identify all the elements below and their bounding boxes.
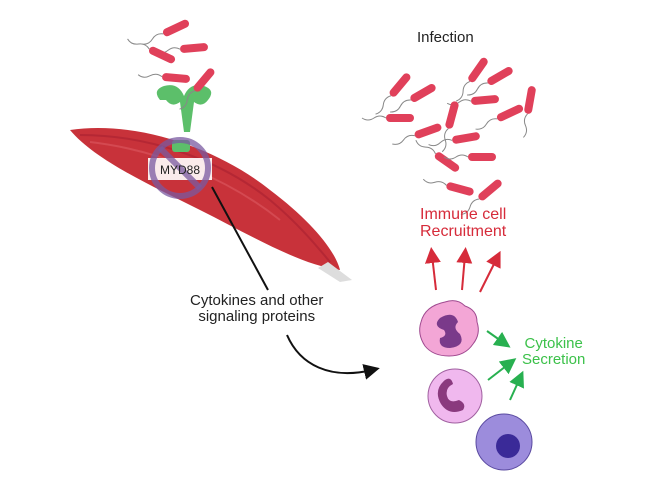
immune-line2: Recruitment <box>420 222 507 240</box>
neutrophil-cell <box>419 300 479 357</box>
prohibit-icon <box>148 137 212 199</box>
secretion-line1: Cytokine <box>524 335 583 352</box>
cytokines-line1: Cytokines and other <box>190 292 324 309</box>
secretion-arrows <box>486 330 524 401</box>
monocyte-cell <box>427 368 483 424</box>
cytokines-line2: signaling proteins <box>198 307 316 325</box>
immune-line1: Immune cell <box>420 206 507 223</box>
secretion-line2: Secretion <box>522 350 586 368</box>
recruitment-arrows <box>424 247 501 293</box>
muscle-fiber <box>70 128 352 282</box>
tendon <box>318 262 352 282</box>
immune-recruitment-label: Immune cell Recruitment <box>420 206 507 241</box>
lymphocyte-cell <box>475 413 533 471</box>
bacteria-cluster-infection <box>361 55 537 218</box>
signal-line <box>211 186 269 291</box>
cytokine-secretion-label: Cytokine Secretion <box>522 336 585 368</box>
infection-label: Infection <box>417 29 474 46</box>
cytokines-label: Cytokines and other signaling proteins <box>190 293 323 325</box>
myd88-label: MYD88 <box>160 163 201 177</box>
signal-arrow <box>286 334 380 380</box>
